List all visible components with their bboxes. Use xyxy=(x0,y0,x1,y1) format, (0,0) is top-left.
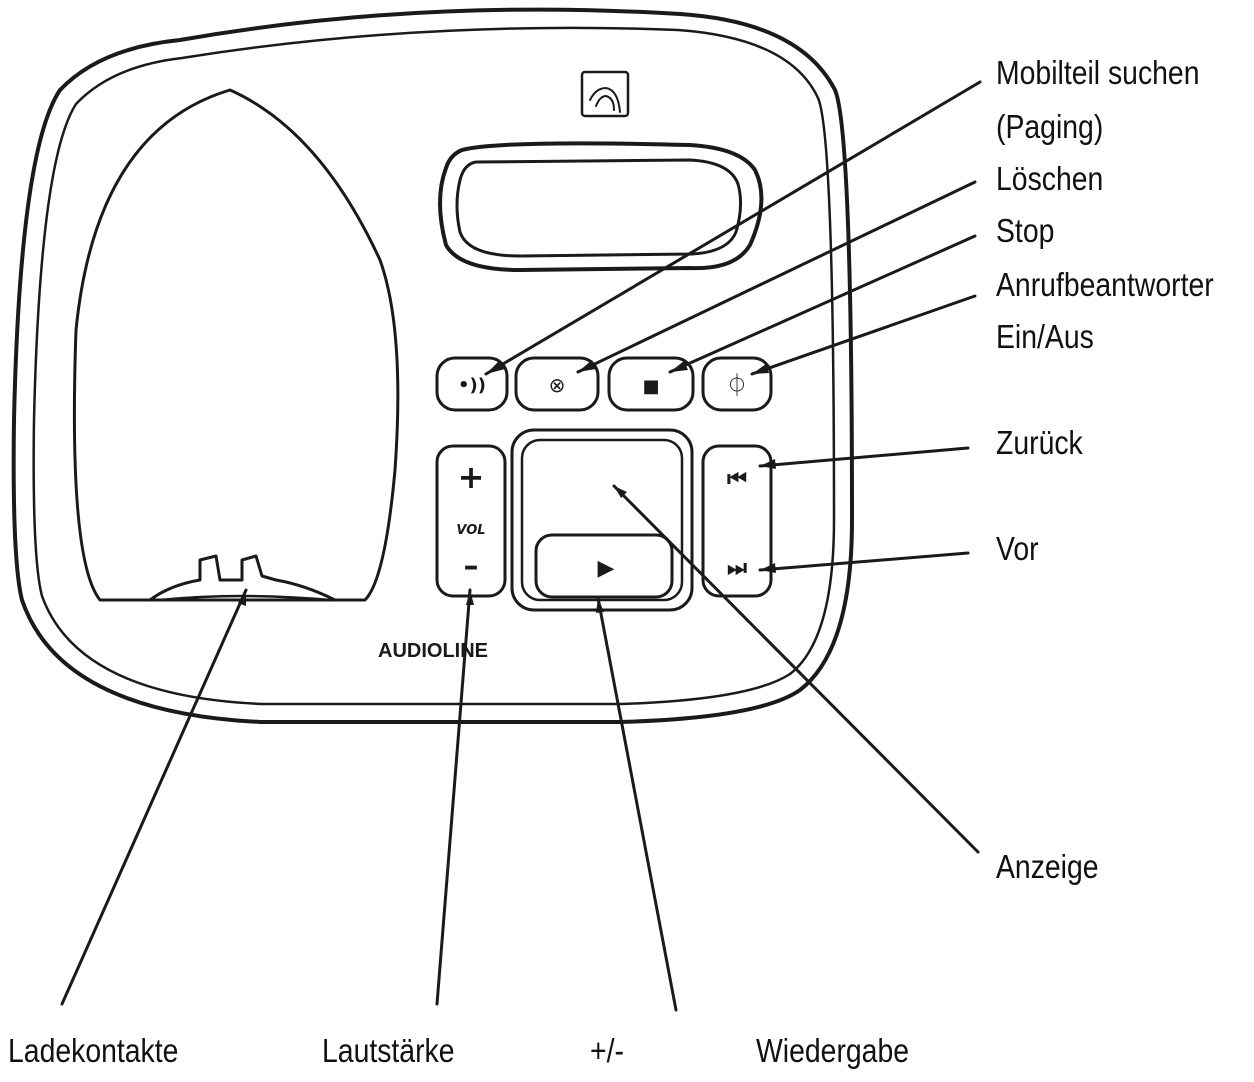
delete-callout-line xyxy=(576,180,977,374)
answering-label-line1: Anrufbeantworter xyxy=(996,266,1214,303)
stop-callout-line xyxy=(668,234,977,374)
answering-arrowhead xyxy=(752,364,769,374)
power-icon: ⏀ xyxy=(726,373,748,399)
back-icon: ⏮ xyxy=(727,467,747,492)
answering-callout-line xyxy=(750,294,977,376)
play-key-inner xyxy=(520,438,684,602)
stop-label: Stop xyxy=(996,212,1055,249)
playback-arrowhead xyxy=(596,598,604,613)
delete-icon: ⊗ xyxy=(549,373,566,397)
paging-icon: •)) xyxy=(458,375,486,396)
paging-arrowhead xyxy=(486,360,505,374)
play-icon: ▶ xyxy=(598,556,615,581)
forward-icon: ⏭ xyxy=(727,556,747,581)
answering-label-line2: Ein/Aus xyxy=(996,318,1094,355)
forward-arrowhead xyxy=(760,563,776,573)
display-label: Anzeige xyxy=(996,848,1099,885)
volume-callout-line xyxy=(435,588,472,1006)
stop-button[interactable] xyxy=(607,356,695,412)
delete-arrowhead xyxy=(578,360,596,372)
handset-cradle xyxy=(72,88,400,602)
charging-label: Ladekontakte xyxy=(8,1032,179,1069)
delete-button[interactable] xyxy=(514,356,600,412)
plus-minus-label: +/- xyxy=(590,1032,624,1069)
power-button[interactable] xyxy=(701,356,773,412)
charging-arrowhead xyxy=(238,590,246,606)
minus-icon: – xyxy=(464,549,479,584)
brand-logo: AUDIOLINE xyxy=(378,640,488,662)
play-key-outer xyxy=(510,428,694,612)
delete-label: Löschen xyxy=(996,160,1104,197)
display-screen xyxy=(455,158,743,258)
display-outer xyxy=(438,141,764,272)
display-callout-line xyxy=(612,484,980,854)
stop-arrowhead xyxy=(670,361,688,372)
paging-label-line1: Mobilteil suchen xyxy=(996,54,1200,91)
play-button[interactable] xyxy=(534,533,674,599)
volume-arrowhead xyxy=(466,590,474,605)
paging-button[interactable] xyxy=(435,356,509,412)
forward-label: Vor xyxy=(996,530,1039,567)
nfc-logo xyxy=(580,70,630,118)
back-arrowhead xyxy=(760,459,776,469)
paging-label-line2: (Paging) xyxy=(996,108,1104,145)
back-callout-line xyxy=(758,446,970,468)
forward-callout-line xyxy=(758,551,970,572)
nfc-hand-icon xyxy=(589,87,621,113)
stop-icon: ■ xyxy=(642,376,659,397)
skip-rocker[interactable] xyxy=(701,444,773,598)
playback-label: Wiedergabe xyxy=(756,1032,910,1069)
plus-icon: + xyxy=(458,458,485,496)
paging-callout-line xyxy=(484,80,982,376)
charging-contacts xyxy=(148,554,337,602)
base-body-inner xyxy=(32,26,836,706)
back-label: Zurück xyxy=(996,424,1083,461)
vol-label: VOL xyxy=(456,523,485,538)
base-body-outer xyxy=(11,7,854,724)
playback-callout-line xyxy=(596,596,678,1012)
charging-callout-line xyxy=(60,588,248,1006)
volume-label: Lautstärke xyxy=(322,1032,455,1069)
display-arrowhead xyxy=(614,486,627,498)
